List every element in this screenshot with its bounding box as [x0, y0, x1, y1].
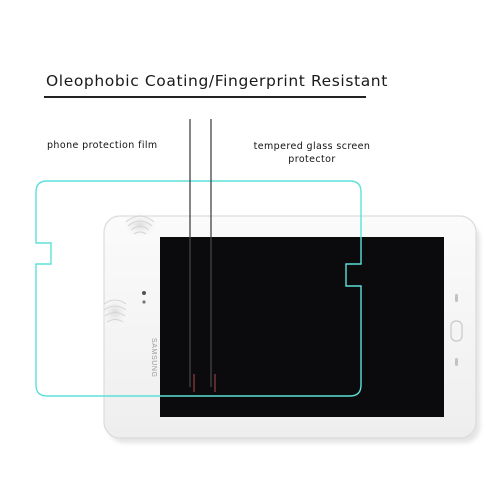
fingerprint-icon	[120, 210, 160, 240]
protection-film-outline	[35, 180, 362, 397]
page-title: Oleophobic Coating/Fingerprint Resistant	[46, 72, 388, 90]
label-tempered-glass: tempered glass screen protector	[253, 141, 371, 165]
sensor-icon	[142, 300, 146, 304]
menu-key-icon	[455, 358, 458, 366]
tablet-screen	[160, 237, 444, 417]
title-underline	[44, 96, 366, 98]
back-key-icon	[455, 294, 458, 302]
home-button-icon	[450, 320, 463, 342]
camera-icon	[142, 291, 146, 295]
samsung-logo: SAMSUNG	[150, 338, 157, 378]
fingerprint-icon	[100, 295, 130, 329]
label-phone-protection-film: phone protection film	[47, 140, 158, 151]
